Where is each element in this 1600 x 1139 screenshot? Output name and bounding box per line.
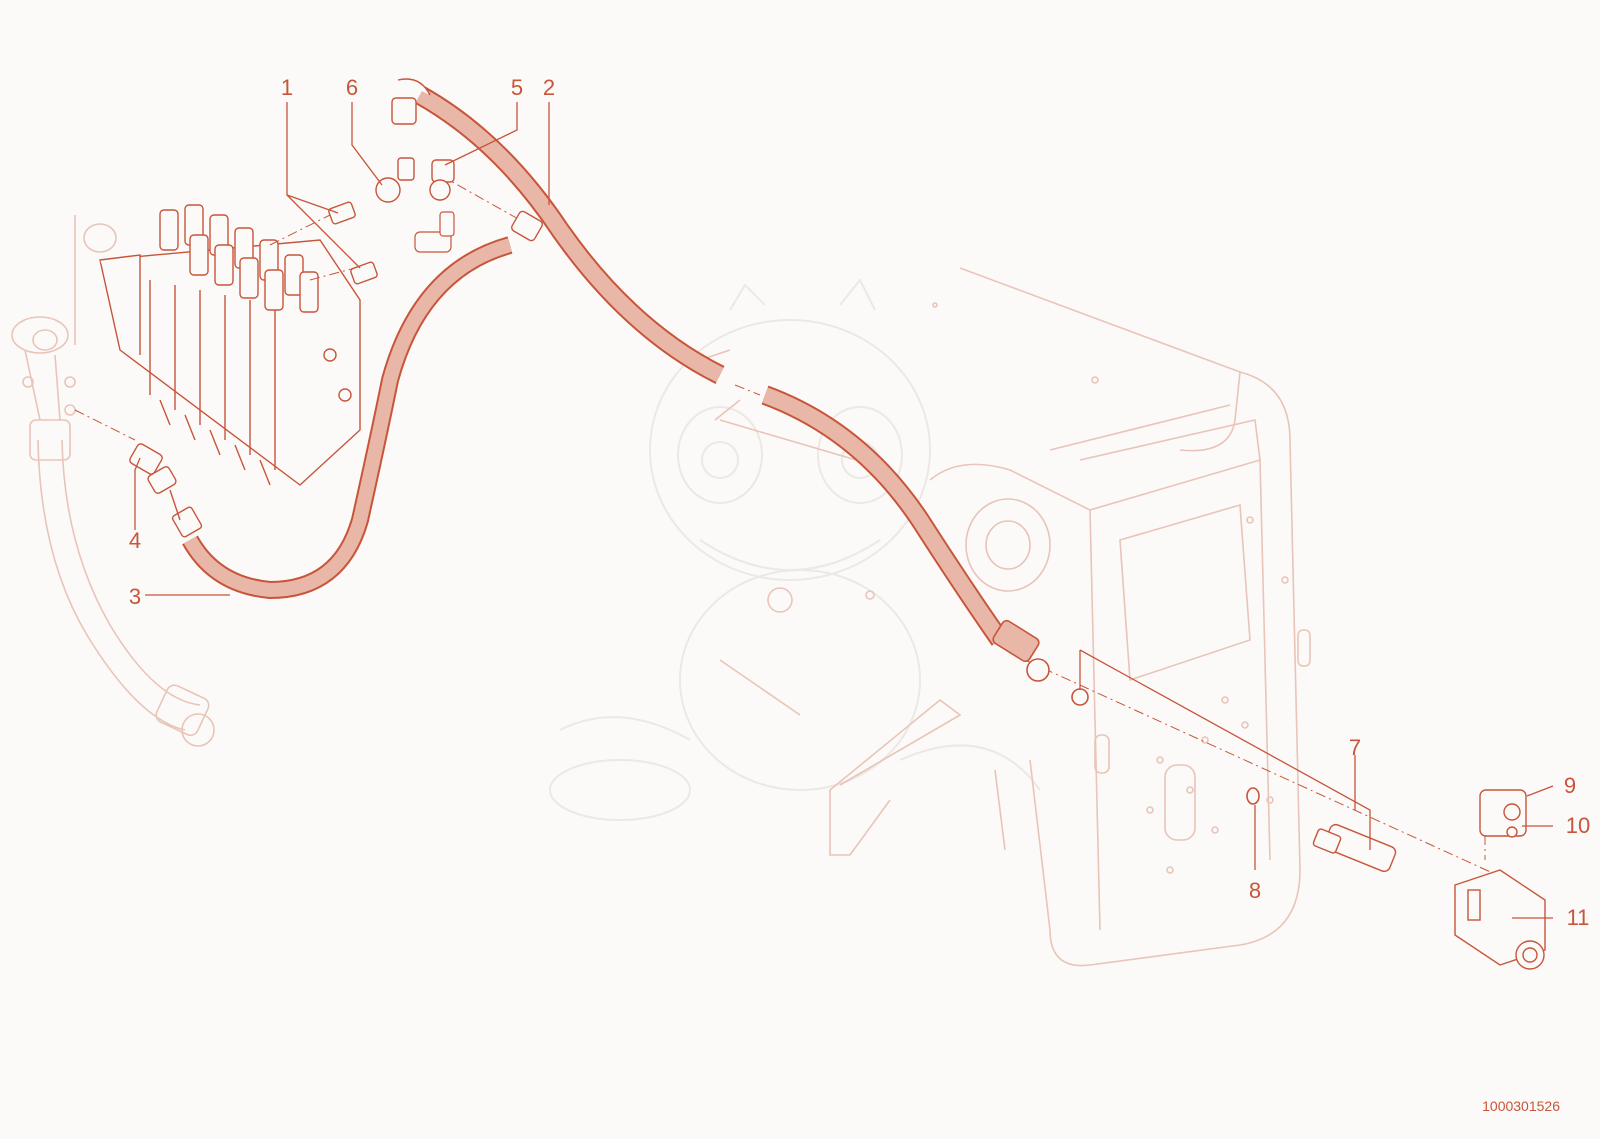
- callout-6: 6: [345, 75, 359, 100]
- hose-3: [169, 236, 513, 600]
- callout-5: 5: [510, 75, 524, 100]
- hose-2: [415, 86, 1050, 682]
- fitting-1a: [328, 201, 356, 225]
- watermark-dragon: [549, 278, 1041, 821]
- control-valve-block: [99, 204, 361, 486]
- leader-lines: [134, 102, 1554, 919]
- callout-2: 2: [542, 75, 556, 100]
- callout-3: 3: [128, 584, 142, 609]
- callout-9: 9: [1563, 773, 1577, 798]
- fitting-5-elbow: [429, 159, 455, 201]
- callout-7: 7: [1348, 735, 1362, 760]
- callout-8: 8: [1248, 878, 1262, 903]
- washer-upper: [1071, 688, 1089, 706]
- fitting-6-elbow: [375, 157, 415, 203]
- hose-2-end-elbow: [391, 78, 431, 125]
- callout-1: 1: [280, 75, 294, 100]
- bracket-9-10: [1479, 789, 1527, 838]
- coupler-7: [1312, 823, 1397, 873]
- callout-4: 4: [128, 528, 142, 553]
- center-lines: [74, 174, 1531, 891]
- callout-11: 11: [1566, 905, 1590, 930]
- washer-8: [1246, 787, 1260, 805]
- faded-left-hose: [11, 215, 215, 747]
- frame-plate: [699, 267, 1311, 967]
- document-number: 1000301526: [1482, 1098, 1560, 1114]
- fitting-tee: [414, 211, 455, 253]
- callout-10: 10: [1565, 813, 1591, 838]
- fitting-4-elbow: [129, 443, 177, 494]
- fitting-1b: [350, 261, 378, 285]
- hose-3-end-elbow: [511, 210, 543, 242]
- block-11: [1454, 869, 1546, 970]
